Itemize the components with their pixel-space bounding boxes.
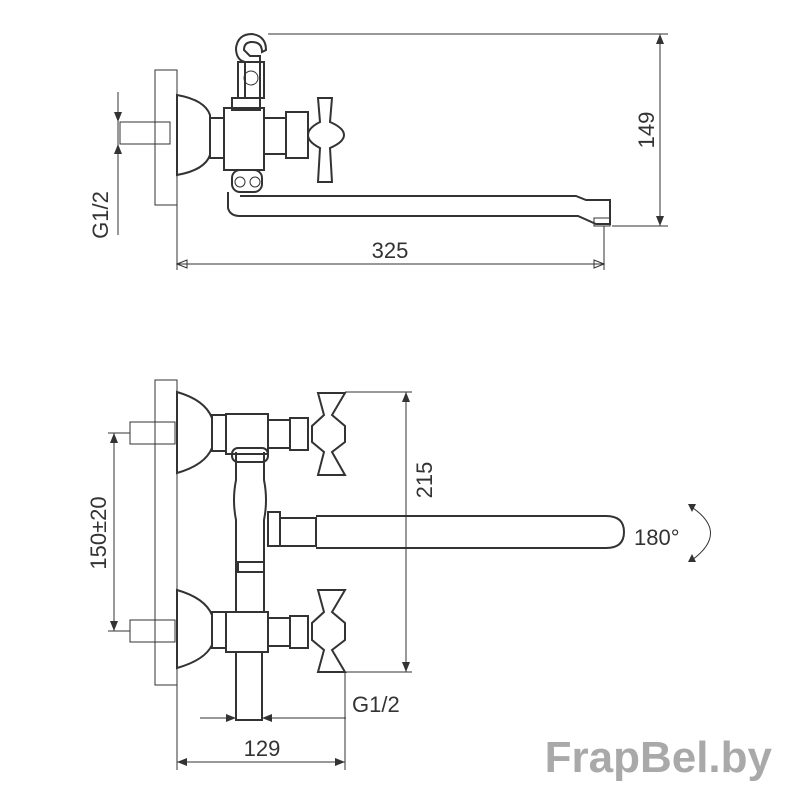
wall-plate — [154, 69, 178, 206]
thread-label-bottom: G1/2 — [352, 692, 400, 717]
front-spout — [316, 515, 626, 549]
escutcheon — [176, 93, 211, 177]
dim-150-label: 150±20 — [86, 496, 111, 569]
valve-body — [223, 107, 265, 171]
thread-label-top: G1/2 — [88, 191, 113, 239]
dim-149-label: 149 — [634, 112, 659, 149]
wall-plate-front — [154, 379, 178, 686]
front-view: 180° 215 150±20 G1/2 129 — [86, 379, 711, 770]
upper-cross-handle — [311, 392, 347, 476]
upper-inlet — [129, 421, 176, 445]
dim-129-label: 129 — [244, 736, 281, 761]
dim-325-label: 325 — [372, 238, 409, 263]
shower-hook — [234, 32, 268, 98]
inlet-pipe — [119, 121, 171, 145]
vertical-body — [233, 452, 267, 612]
rotation-label: 180° — [634, 525, 680, 550]
lower-cross-handle — [311, 589, 347, 673]
lower-inlet — [129, 619, 176, 643]
rotation-arc — [689, 505, 711, 561]
cross-handle — [306, 97, 346, 183]
top-view: 325 149 G1/2 — [88, 32, 668, 270]
dim-215-label: 215 — [412, 462, 437, 499]
spout — [227, 192, 611, 225]
watermark-text: FrapBel.by — [545, 733, 773, 782]
